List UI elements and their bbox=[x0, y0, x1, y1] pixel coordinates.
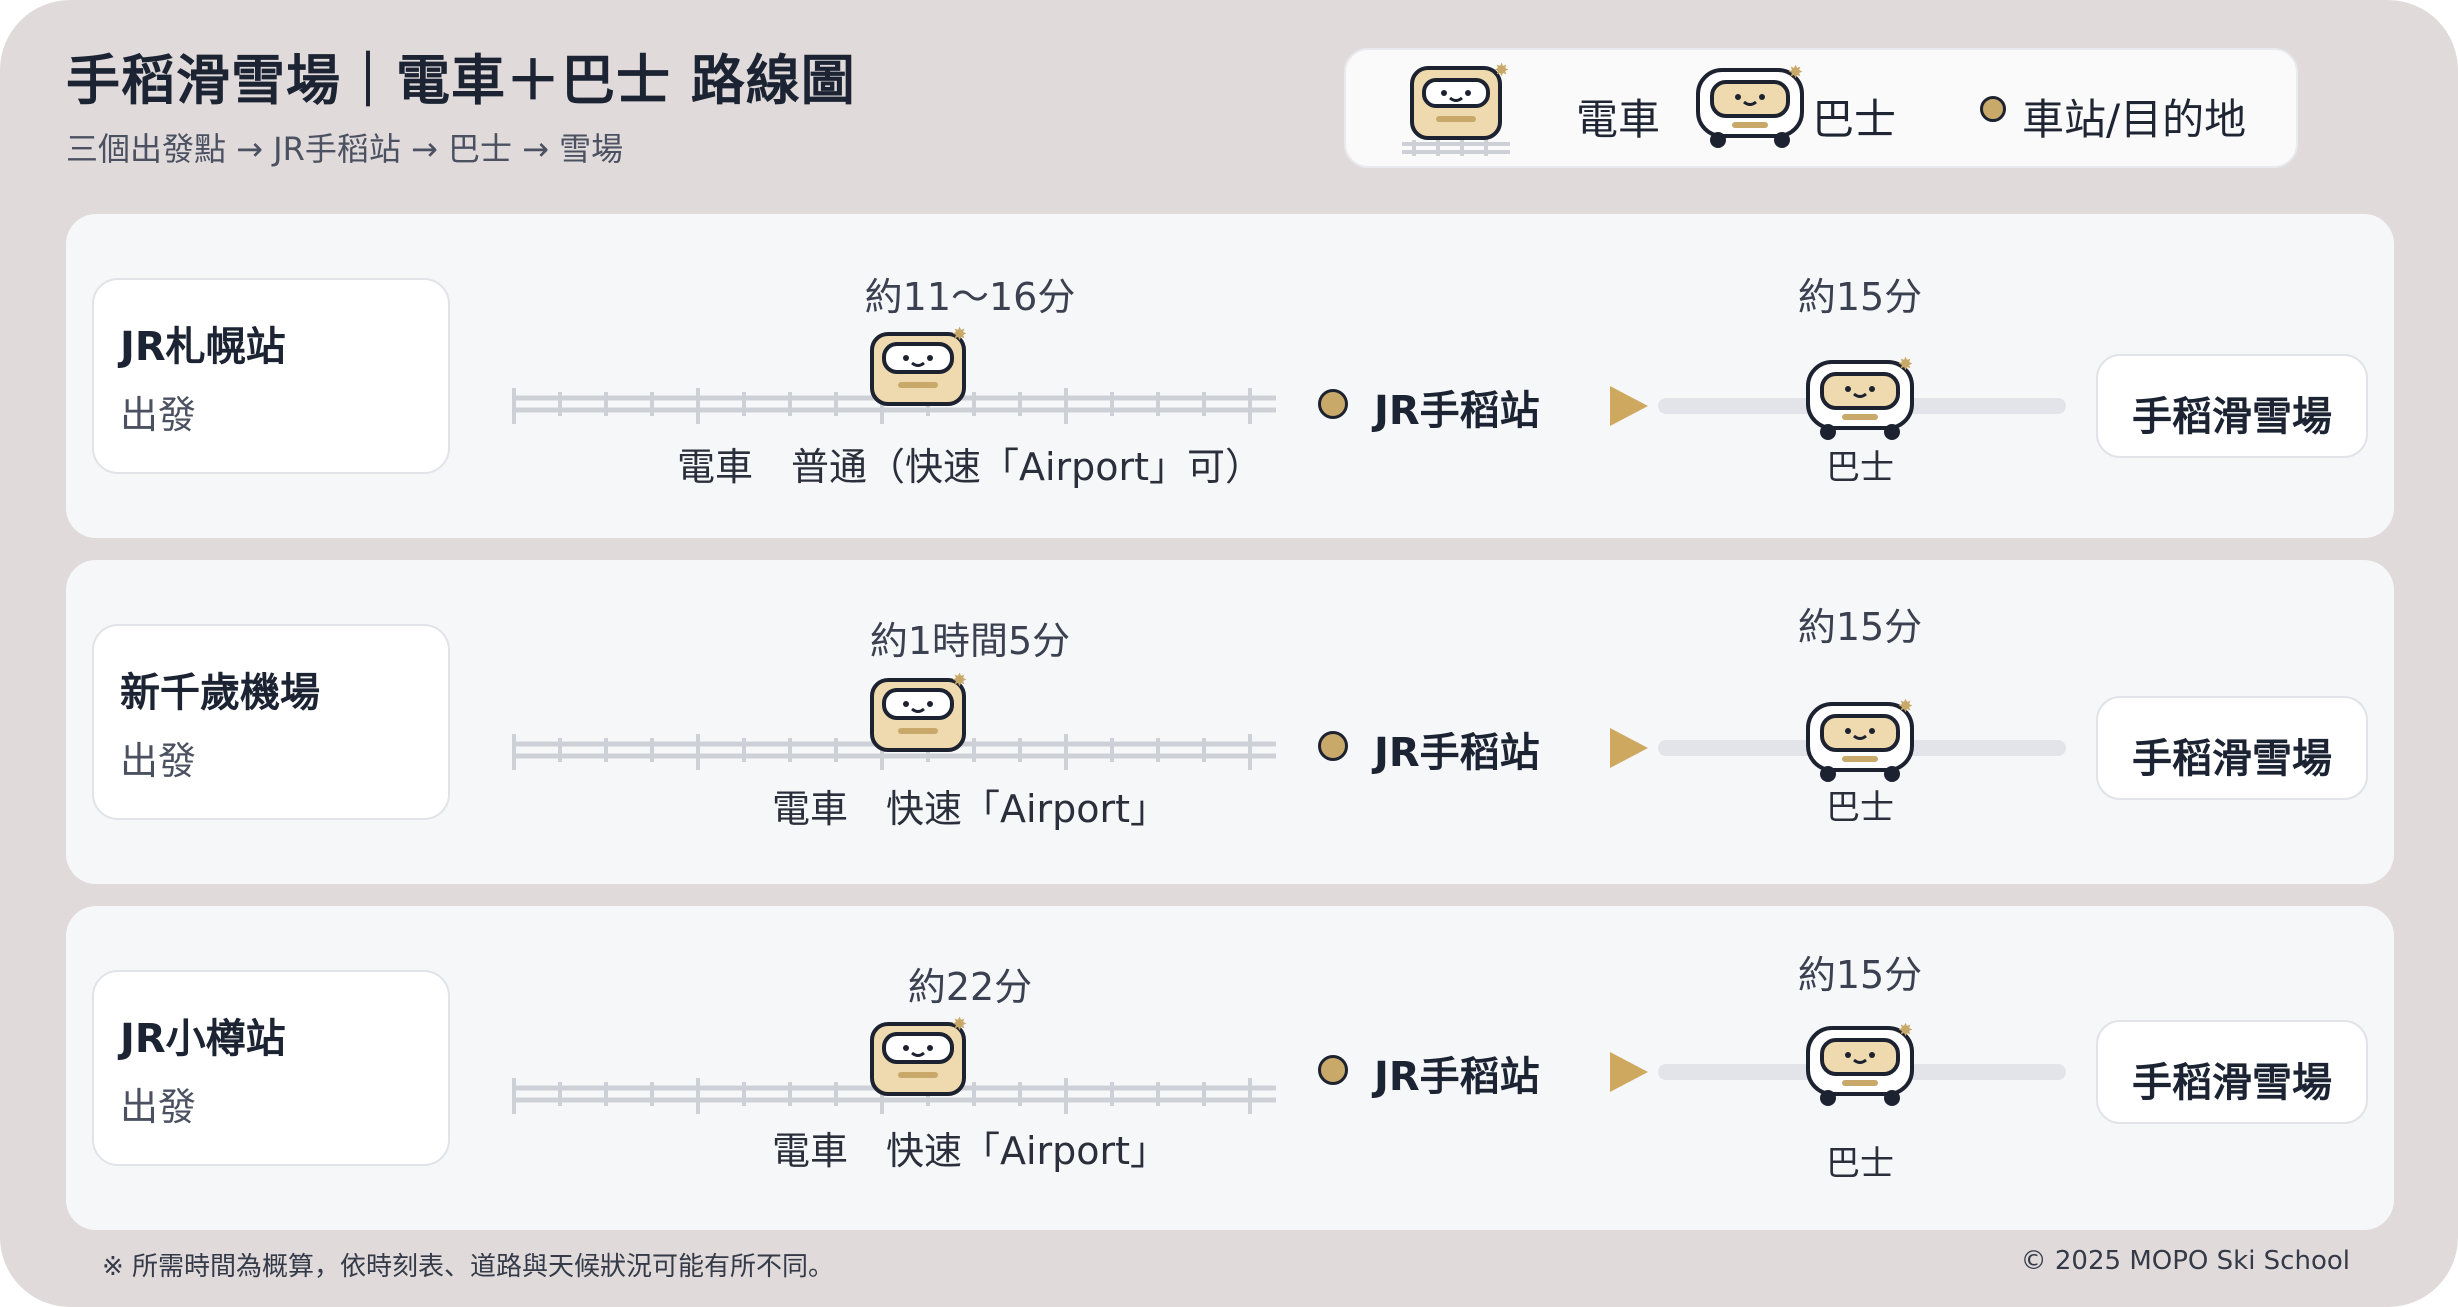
destination-name: 手稻滑雪場 bbox=[2132, 394, 2332, 440]
transfer-station-name: JR手稻站 bbox=[1374, 388, 1540, 434]
train-icon: ✸ bbox=[870, 670, 967, 752]
origin-departure-label: 出發 bbox=[120, 739, 197, 783]
destination-card: 手稻滑雪場 bbox=[2096, 1020, 2368, 1124]
svg-text:✸: ✸ bbox=[952, 324, 967, 345]
svg-text:✸: ✸ bbox=[1898, 354, 1913, 375]
svg-text:✸: ✸ bbox=[1898, 1020, 1913, 1041]
destination-name: 手稻滑雪場 bbox=[2132, 1060, 2332, 1106]
train-icon: ✸ bbox=[870, 1014, 967, 1096]
train-service-label: 電車 快速「Airport」 bbox=[771, 1129, 1169, 1173]
svg-text:✸: ✸ bbox=[952, 1014, 967, 1035]
origin-departure-label: 出發 bbox=[120, 1085, 197, 1129]
origin-departure-label: 出發 bbox=[120, 393, 197, 437]
arrow-right-icon bbox=[1610, 728, 1648, 768]
origin-name: JR札幌站 bbox=[120, 324, 286, 370]
origin-card: 新千歲機場 出發 bbox=[92, 624, 450, 820]
legend-bus-label: 巴士 bbox=[1812, 95, 1897, 144]
transfer-station-dot bbox=[1318, 1055, 1348, 1085]
train-icon: ✸ bbox=[1402, 60, 1510, 156]
svg-text:✸: ✸ bbox=[1788, 62, 1803, 83]
route-panel-3: JR小樽站 出發 約22分 ✸ 電車 快速「Airport」 JR手稻站 約15… bbox=[66, 906, 2394, 1230]
arrow-right-icon bbox=[1610, 386, 1648, 426]
legend-station: 車站/目的地 bbox=[1980, 50, 2280, 170]
bus-duration: 約15分 bbox=[1797, 275, 1923, 319]
svg-text:✸: ✸ bbox=[952, 670, 967, 691]
bus-icon: ✸ bbox=[1806, 696, 1914, 782]
bus-mode-label: 巴士 bbox=[1826, 788, 1894, 828]
transfer-station-name: JR手稻站 bbox=[1374, 1054, 1540, 1100]
route-panel-2: 新千歲機場 出發 約1時間5分 ✸ 電車 快速「Airport」 JR手稻站 約… bbox=[66, 560, 2394, 884]
train-duration: 約1時間5分 bbox=[869, 619, 1071, 663]
svg-text:✸: ✸ bbox=[1898, 696, 1913, 717]
transfer-station-name: JR手稻站 bbox=[1374, 730, 1540, 776]
footnote: ※ 所需時間為概算，依時刻表、道路與天候狀況可能有所不同。 bbox=[102, 1252, 835, 1282]
svg-text:✸: ✸ bbox=[1494, 60, 1509, 81]
origin-name: 新千歲機場 bbox=[120, 670, 320, 716]
bus-mode-label: 巴士 bbox=[1826, 448, 1894, 488]
legend: ✸ 電車 ✸ 巴士 車站/目的地 bbox=[1344, 48, 2298, 168]
bus-icon: ✸ bbox=[1806, 1020, 1914, 1106]
origin-name: JR小樽站 bbox=[120, 1016, 286, 1062]
bus-icon: ✸ bbox=[1806, 354, 1914, 440]
destination-card: 手稻滑雪場 bbox=[2096, 354, 2368, 458]
legend-bus: ✸ 巴士 bbox=[1690, 50, 1910, 170]
station-dot-icon bbox=[1980, 96, 2006, 122]
transfer-station-dot bbox=[1318, 389, 1348, 419]
train-service-label: 電車 快速「Airport」 bbox=[771, 787, 1169, 831]
destination-card: 手稻滑雪場 bbox=[2096, 696, 2368, 800]
train-duration: 約22分 bbox=[907, 965, 1033, 1009]
destination-name: 手稻滑雪場 bbox=[2132, 736, 2332, 782]
transfer-station-dot bbox=[1318, 731, 1348, 761]
legend-station-label: 車站/目的地 bbox=[2022, 95, 2247, 144]
bus-icon: ✸ bbox=[1696, 62, 1804, 148]
bus-duration: 約15分 bbox=[1797, 605, 1923, 649]
legend-train: ✸ 電車 bbox=[1396, 50, 1660, 170]
legend-train-label: 電車 bbox=[1576, 95, 1661, 144]
page-title: 手稻滑雪場｜電車＋巴士 路線圖 bbox=[66, 49, 856, 112]
train-service-label: 電車 普通（快速「Airport」可） bbox=[676, 445, 1264, 489]
page-subtitle: 三個出發點 → JR手稻站 → 巴士 → 雪場 bbox=[66, 130, 624, 168]
origin-card: JR小樽站 出發 bbox=[92, 970, 450, 1166]
origin-card: JR札幌站 出發 bbox=[92, 278, 450, 474]
bus-duration: 約15分 bbox=[1797, 953, 1923, 997]
arrow-right-icon bbox=[1610, 1052, 1648, 1092]
copyright: © 2025 MOPO Ski School bbox=[2020, 1246, 2350, 1276]
bus-mode-label: 巴士 bbox=[1826, 1144, 1894, 1184]
train-icon: ✸ bbox=[870, 324, 967, 406]
route-panel-1: JR札幌站 出發 約11～16分 ✸ 電車 普通（快速「Airport」可） J… bbox=[66, 214, 2394, 538]
train-duration: 約11～16分 bbox=[864, 275, 1076, 319]
